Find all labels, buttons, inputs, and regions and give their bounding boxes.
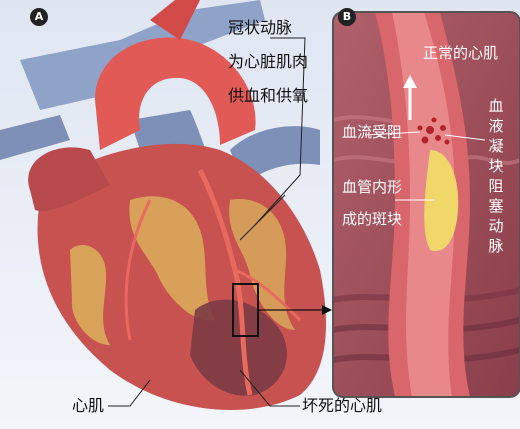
panel-b-badge: B: [338, 8, 356, 26]
label-coronary-line2: 为心脏肌肉: [228, 54, 308, 70]
label-coronary-line1: 冠状动脉: [228, 20, 292, 36]
label-myocardium: 心肌: [72, 398, 104, 414]
label-blood-flow-blocked: 血流受阻: [342, 125, 402, 140]
label-necrotic-muscle: 坏死的心肌: [302, 398, 382, 414]
label-coronary-line3: 供血和供氧: [228, 88, 308, 104]
label-clot-blocks-artery: 血液凝块阻塞动脉: [488, 96, 504, 256]
label-plaque-line2: 成的斑块: [342, 212, 402, 227]
label-normal-muscle: 正常的心肌: [423, 46, 498, 61]
label-plaque-line1: 血管内形: [342, 180, 402, 195]
panel-a-badge: A: [30, 8, 48, 26]
